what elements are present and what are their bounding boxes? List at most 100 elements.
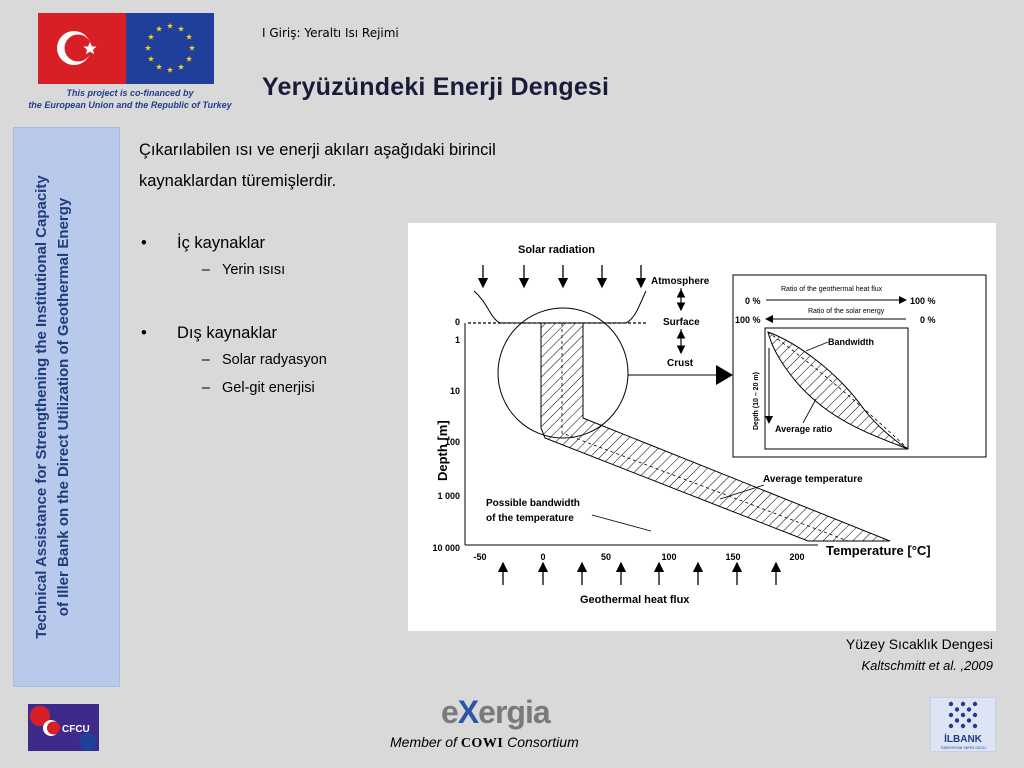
- depth-tick: 0: [455, 317, 460, 327]
- inset-box: [732, 274, 987, 458]
- average-temperature-line: [561, 323, 849, 542]
- figure-caption: Yüzey Sıcaklık Dengesi Kaltschmitt et al…: [846, 633, 993, 677]
- eu-star-icon: [186, 55, 193, 62]
- eu-star-icon: [166, 66, 174, 73]
- zoom-circle: [497, 307, 629, 439]
- bullet-marker: •: [141, 234, 147, 252]
- dash-marker: –: [201, 262, 210, 278]
- eu-star-icon: [177, 63, 185, 70]
- ilbank-emblem-dot: [948, 701, 954, 707]
- solar-arrows: [477, 265, 647, 289]
- sidebar-line-1: Technical Assistance for Strengthening t…: [33, 175, 50, 639]
- caption-title: Yüzey Sıcaklık Dengesi: [845, 636, 993, 652]
- sub-bullet-label: Solar radyasyon: [222, 352, 327, 368]
- member-suffix: Consortium: [503, 734, 579, 750]
- bullet-marker: •: [141, 324, 147, 342]
- member-prefix: Member of: [390, 734, 461, 750]
- depth-tick: 100: [445, 437, 460, 447]
- ilbank-emblem-dot: [960, 701, 966, 707]
- energy-balance-diagram: Solar radiation Atmosphere Surface Crust: [408, 223, 996, 631]
- temperature-tick: 100: [661, 552, 676, 562]
- member-text: Member of COWI Consortium: [390, 734, 579, 752]
- temperature-tick-labels: -50 0 50 100 150 200: [473, 552, 804, 562]
- temperature-axis-title: Temperature [°C]: [826, 543, 931, 558]
- cofinance-line-1: This project is co-financed by: [66, 88, 194, 98]
- inset-plot-area: [764, 327, 909, 450]
- eu-star-icon: [147, 33, 154, 40]
- sub-bullet-item: – Gel-git enerjisi: [140, 380, 327, 408]
- cofinance-flags: [38, 13, 214, 84]
- ilbank-emblem-dot: [972, 701, 978, 707]
- atmosphere-curve: [473, 290, 647, 324]
- atmosphere-label: Atmosphere: [651, 276, 710, 287]
- geothermal-arrows: [497, 561, 782, 585]
- depth-tick: 1: [455, 335, 460, 345]
- ilbank-emblem-dot: [960, 712, 966, 718]
- dash-marker: –: [201, 352, 210, 368]
- intro-line-2: kaynaklardan türemişlerdir.: [139, 172, 337, 190]
- depth-axis-title: Depth [m]: [435, 420, 450, 481]
- geothermal-heat-flux-label: Geothermal heat flux: [580, 594, 690, 606]
- crust-label: Crust: [667, 358, 694, 369]
- ilbank-tagline: TÜRKİYE'NİN YAPICI GÜCÜ: [940, 745, 986, 750]
- eu-flag: [126, 13, 214, 84]
- bullet-item: • Dış kaynaklar: [140, 324, 327, 352]
- exergia-rest: ergia: [478, 694, 550, 730]
- ilbank-logo: İLBANK TÜRKİYE'NİN YAPICI GÜCÜ: [930, 697, 996, 752]
- ilbank-emblem-dot: [954, 718, 960, 723]
- depth-tick-labels: 0 1 10 100 1 000 10 000: [432, 317, 460, 553]
- ilbank-emblem-dot: [948, 723, 954, 729]
- intro-paragraph: Çıkarılabilen ısı ve enerji akıları aşağ…: [139, 135, 609, 197]
- ilbank-emblem-dot: [960, 723, 966, 729]
- average-temperature-label: Average temperature: [763, 474, 863, 485]
- ilbank-emblem-dot: [972, 723, 978, 729]
- dash-marker: –: [201, 380, 210, 396]
- zoom-arrow: [716, 365, 733, 385]
- slide-title: Yeryüzündeki Enerji Dengesi: [262, 73, 610, 101]
- diagram-svg: Solar radiation Atmosphere Surface Crust: [432, 244, 987, 606]
- eu-star-icon: [147, 55, 154, 62]
- possible-bandwidth-label-1: Possible bandwidth: [486, 498, 580, 509]
- ilbank-emblem-dot: [948, 712, 954, 718]
- intro-line-1: Çıkarılabilen ısı ve enerji akıları aşağ…: [139, 141, 496, 159]
- eu-star-icon: [188, 44, 196, 51]
- bullet-list: • İç kaynaklar – Yerin ısısı • Dış kayna…: [140, 234, 327, 408]
- pct-0-top: 0 %: [745, 296, 761, 306]
- depth-tick: 10: [450, 386, 460, 396]
- ratio-solar-label: Ratio of the solar energy: [808, 308, 885, 315]
- cofinance-line-2: the European Union and the Republic of T…: [28, 100, 232, 110]
- eu-star-icon: [144, 44, 152, 51]
- eu-star-icon: [177, 25, 185, 32]
- cfcu-label: CFCU: [62, 724, 90, 735]
- pct-100-top: 100 %: [910, 296, 936, 306]
- ilbank-emblem-dot: [966, 707, 972, 712]
- sub-bullet-item: – Yerin ısısı: [140, 262, 327, 290]
- sidebar-project-title: Technical Assistance for Strengthening t…: [31, 147, 75, 667]
- eu-star-icon: [155, 63, 163, 70]
- cofinance-text: This project is co-financed by the Europ…: [0, 87, 260, 111]
- inset-depth-label: Depth (10 – 20 m): [753, 372, 760, 430]
- temperature-tick: 150: [725, 552, 740, 562]
- sub-bullet-item: – Solar radyasyon: [140, 352, 327, 380]
- bullet-label: İç kaynaklar: [177, 234, 266, 252]
- caption-citation: Kaltschmitt et al. ,2009: [861, 658, 993, 673]
- solar-radiation-label: Solar radiation: [518, 244, 595, 256]
- exergia-x: X: [457, 694, 479, 730]
- ilbank-label: İLBANK: [944, 732, 983, 745]
- sidebar-line-2: of Iller Bank on the Direct Utilization …: [55, 197, 72, 617]
- ilbank-emblem-dot: [966, 718, 972, 723]
- pct-0-right: 0 %: [920, 315, 936, 325]
- average-ratio-label: Average ratio: [775, 424, 833, 434]
- temperature-bandwidth-region: [540, 322, 891, 542]
- eu-star-icon: [186, 33, 193, 40]
- pct-100-left: 100 %: [735, 315, 761, 325]
- eu-star-icon: [155, 25, 163, 32]
- surface-label: Surface: [663, 317, 700, 328]
- temperature-tick: 0: [540, 552, 545, 562]
- exergia-logo: eXergia: [441, 694, 551, 731]
- temperature-tick: 50: [601, 552, 611, 562]
- possible-bandwidth-label-2: of the temperature: [486, 513, 574, 524]
- eu-star-icon: [166, 22, 174, 29]
- depth-tick: 1 000: [437, 491, 460, 501]
- sub-bullet-label: Yerin ısısı: [222, 262, 286, 278]
